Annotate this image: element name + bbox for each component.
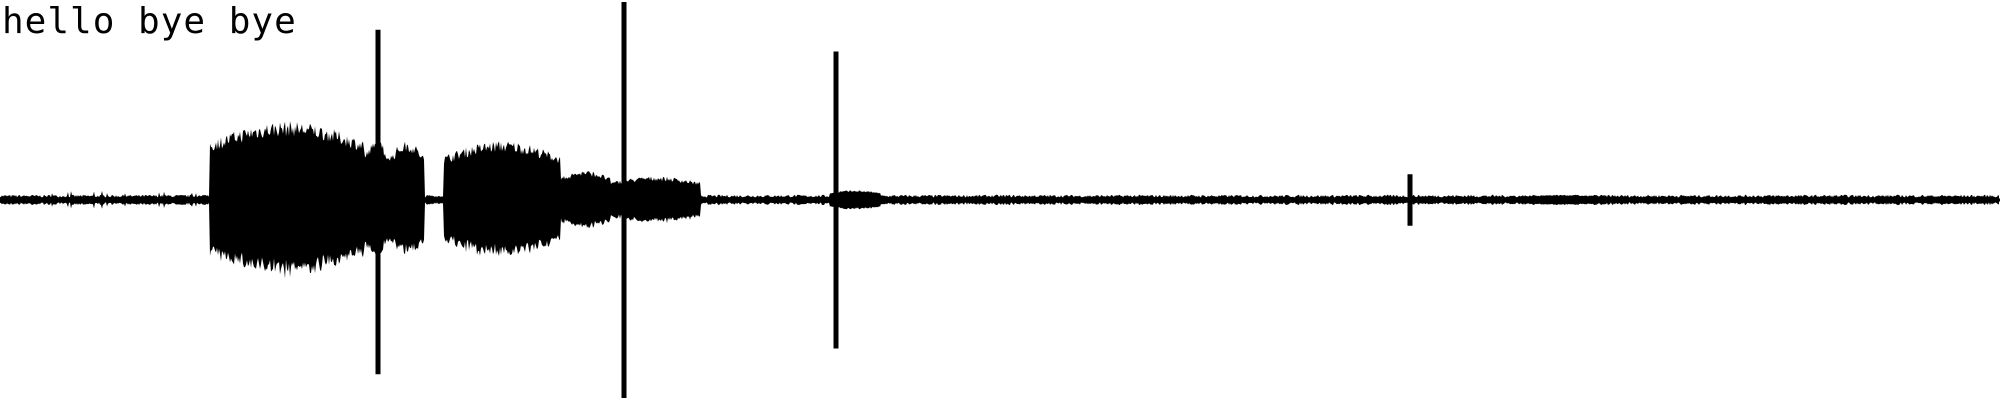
transcript-caption: hello bye bye bbox=[2, 1, 297, 42]
